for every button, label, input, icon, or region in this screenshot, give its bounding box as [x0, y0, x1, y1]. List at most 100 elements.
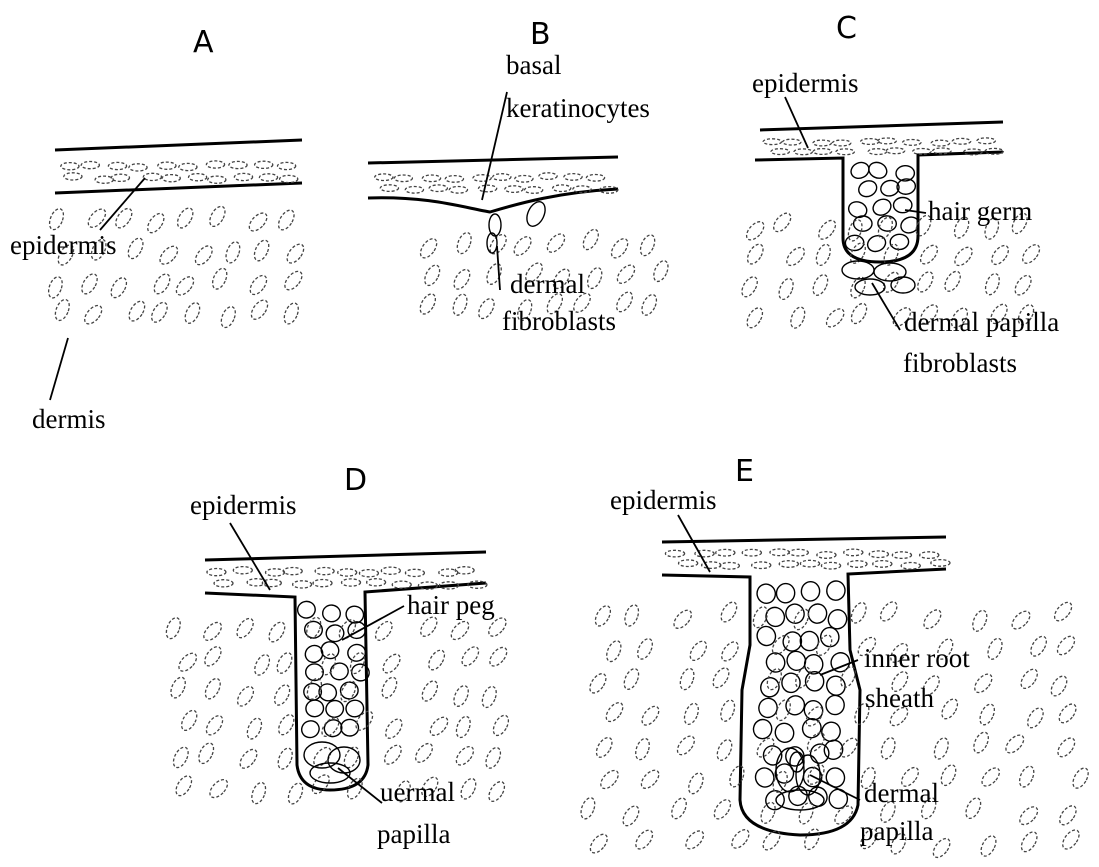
- follicle-cell: [752, 718, 774, 741]
- dermal-cell: [1024, 705, 1046, 730]
- epidermal-cell: [405, 187, 423, 194]
- epidermal-cell: [779, 561, 798, 568]
- follicle-cell: [865, 233, 888, 254]
- panel-b-basal-pointer: [482, 92, 507, 200]
- dermal-cell: [202, 644, 225, 669]
- follicle-cell: [806, 784, 830, 808]
- dermal-cell: [234, 684, 256, 709]
- dermal-cell: [1018, 666, 1041, 691]
- dermal-cell: [353, 708, 376, 733]
- dermal-cell: [451, 267, 473, 292]
- dermal-cell: [915, 269, 936, 294]
- follicle-cell: [346, 642, 368, 663]
- dermal-cell: [614, 262, 638, 286]
- dermal-cell: [587, 831, 610, 856]
- epidermal-cell: [108, 162, 126, 169]
- panel-e-inner-root-sheath-cells: [752, 580, 853, 813]
- follicle-cell: [349, 662, 371, 684]
- follicle-cell: [824, 673, 849, 698]
- dermal-cell: [613, 289, 635, 314]
- follicle-cell: [772, 720, 797, 745]
- dermal-cell: [483, 745, 503, 770]
- epidermal-cell: [162, 175, 180, 182]
- epidermal-cell: [206, 161, 224, 168]
- dermal-cell: [202, 676, 223, 701]
- epidermal-cell: [111, 174, 129, 181]
- dermal-cell: [1048, 673, 1070, 698]
- dermal-cell: [714, 737, 734, 762]
- epidermal-cell: [392, 581, 411, 588]
- dermal-cell: [207, 204, 228, 229]
- dermal-cell: [427, 714, 451, 738]
- panel-a-letter: A: [193, 25, 214, 60]
- panel-a-dermal-cells: [46, 204, 307, 330]
- epidermal-cell: [429, 185, 447, 192]
- epidermal-cell: [800, 560, 819, 567]
- dermal-cell: [252, 238, 272, 263]
- epidermal-cell: [81, 162, 99, 169]
- follicle-cell: [853, 216, 872, 232]
- follicle-cell: [299, 718, 322, 740]
- dermal-cell: [246, 210, 270, 234]
- follicle-cell: [870, 196, 893, 218]
- epidermal-cell: [64, 173, 82, 180]
- panel-d-dermal-papilla-cluster: [304, 742, 360, 783]
- dermal-cell: [932, 736, 951, 761]
- dermal-cell: [182, 300, 202, 325]
- panel-c-dermal-papilla-cluster: [842, 261, 915, 295]
- dermal-cell: [784, 244, 808, 268]
- epidermal-cell: [931, 560, 950, 567]
- epidermal-cell: [813, 149, 831, 155]
- dermal-cell: [459, 644, 482, 669]
- panel-e-epidermal-cells: [665, 549, 950, 569]
- dermal-cell: [776, 277, 796, 302]
- dermal-cell: [802, 827, 822, 852]
- epidermal-cell: [901, 563, 920, 570]
- dermal-cell: [249, 781, 268, 806]
- dermal-cell: [173, 274, 197, 298]
- dermal-cell: [284, 241, 307, 266]
- panel-a-skin-surface: [55, 140, 302, 150]
- epidermal-cell: [189, 174, 207, 181]
- dermal-cell: [1051, 599, 1074, 623]
- dermal-cell: [113, 206, 135, 231]
- dermal-cell: [622, 603, 641, 628]
- epidermal-cell: [813, 140, 831, 146]
- follicle-cell: [826, 580, 847, 602]
- follicle-cell: [820, 627, 839, 647]
- panel-e-irs-label-1: inner root: [864, 643, 970, 673]
- dermal-cell: [487, 644, 510, 669]
- dermal-cell: [173, 773, 195, 798]
- epidermal-cell: [586, 175, 604, 182]
- follicle-cell: [783, 693, 808, 718]
- follicle-cell: [800, 580, 821, 602]
- follicle-cell: [758, 675, 781, 699]
- epidermal-cell: [380, 185, 398, 192]
- follicle-cell: [784, 602, 807, 625]
- panel-e: E epidermis inner root sheath dermal pap…: [578, 454, 1091, 860]
- epidermal-cell: [313, 580, 332, 587]
- epidermal-cell: [266, 569, 285, 576]
- epidermal-cell: [716, 549, 735, 556]
- dermal-cell: [608, 236, 631, 261]
- dermal-cell: [380, 651, 403, 676]
- dermal-cell: [511, 234, 534, 259]
- dermal-cell: [744, 242, 766, 267]
- dermal-cell: [739, 274, 761, 299]
- panel-d-hair-peg-label: hair peg: [407, 590, 495, 620]
- epidermal-cell: [479, 185, 497, 192]
- follicle-cell: [799, 715, 824, 741]
- epidermal-cell: [283, 568, 302, 575]
- dermal-cell: [1070, 766, 1091, 791]
- panel-a: A epidermis dermis: [10, 25, 307, 434]
- dermal-cell: [196, 741, 217, 766]
- dermal-cell: [788, 305, 807, 330]
- panel-e-papilla-label-1: dermal: [864, 778, 939, 808]
- panel-b: B basal keratinocytes dermal fibroblasts: [368, 17, 671, 336]
- panel-c: C epidermis hair germ dermal papilla fib…: [739, 11, 1059, 378]
- dermal-cell: [638, 767, 662, 791]
- dermal-cell: [126, 299, 148, 324]
- follicle-cell: [305, 663, 324, 681]
- panel-c-hair-germ-cells: [845, 160, 921, 255]
- follicle-cell: [856, 178, 879, 200]
